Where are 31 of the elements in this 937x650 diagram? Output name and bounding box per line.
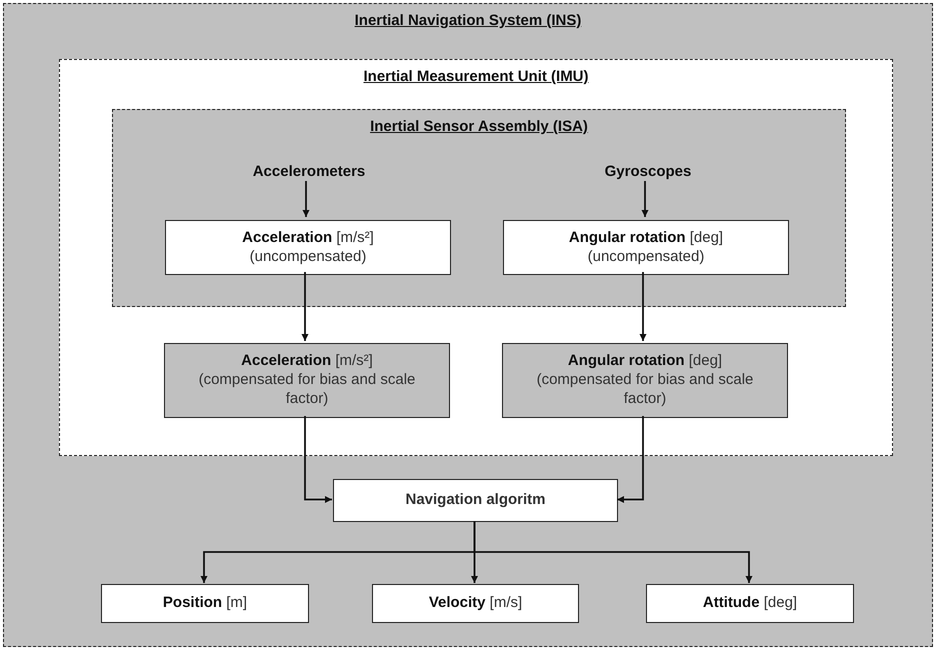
dashed-group-box [3, 3, 933, 647]
box-text: Navigation algoritm [405, 491, 546, 510]
box-text: Acceleration [m/s²] (compensated for bias and scale factor) [198, 352, 416, 409]
dashed-group-box [112, 109, 846, 307]
arrow [640, 272, 646, 341]
process-box [165, 220, 451, 275]
group-title: Inertial Sensor Assembly (ISA) [370, 118, 588, 135]
process-box [646, 584, 854, 623]
process-box [164, 343, 450, 418]
process-box [101, 584, 309, 623]
arrow [304, 416, 332, 503]
arrow [302, 181, 310, 217]
arrow [642, 181, 648, 217]
box-text: Attitude [deg] [702, 594, 798, 613]
box-text: Velocity [m/s] [428, 594, 522, 613]
sensor-label: Accelerometers [209, 158, 409, 184]
group-title: Inertial Measurement Unit (IMU) [363, 68, 589, 85]
dashed-group-box [59, 59, 893, 456]
process-box [503, 220, 789, 275]
box-text: Angular rotation [deg] (compensated for bias and scale factor) [536, 352, 754, 409]
process-box [333, 479, 618, 522]
process-box [372, 584, 579, 623]
arrow [474, 521, 752, 583]
group-title: Inertial Navigation System (INS) [354, 12, 582, 29]
arrow [617, 416, 644, 503]
process-box [502, 343, 788, 418]
box-text: Position [m] [162, 594, 248, 613]
arrow [302, 272, 308, 341]
box-text: Acceleration [m/s²] (uncompensated) [241, 228, 375, 266]
box-text: Angular rotation [deg] (uncompensated) [568, 228, 724, 266]
sensor-label: Gyroscopes [548, 158, 748, 184]
